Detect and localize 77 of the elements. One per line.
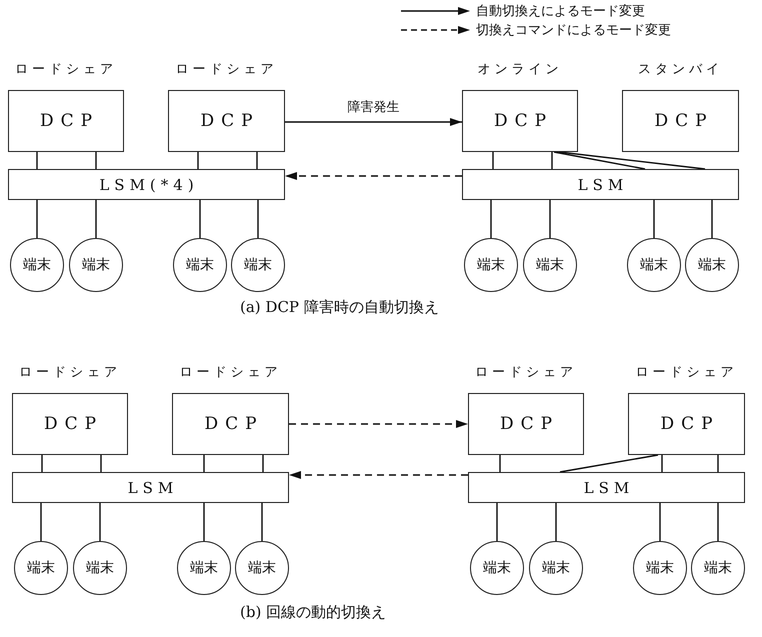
box-label: DCP (42, 414, 104, 434)
arrow (285, 172, 462, 180)
terminal-label: 端末 (23, 256, 51, 274)
mode-heading: オンライン (476, 61, 564, 78)
bar-label: LSM (576, 176, 628, 194)
mode-heading: ロードシェア (634, 364, 738, 381)
box-label: DCP (498, 414, 560, 434)
terminal-label: 端末 (190, 559, 218, 577)
connector-line (199, 200, 201, 238)
bar-label: LSM(*4) (98, 176, 199, 194)
mode-heading: ロードシェア (474, 364, 578, 381)
mode-heading: スタンバイ (637, 61, 724, 78)
connector-line (95, 152, 97, 169)
connector-line (560, 454, 658, 473)
connector-line (717, 503, 719, 541)
terminal-label: 端末 (186, 256, 214, 274)
connector-line (257, 200, 259, 238)
legend-label: 自動切換えによるモード変更 (476, 3, 645, 20)
connector-line (661, 455, 663, 472)
connector-line (554, 151, 646, 170)
terminal-label: 端末 (640, 256, 668, 274)
mode-heading: ロードシェア (178, 364, 282, 381)
terminal-label: 端末 (698, 256, 726, 274)
connector-line (551, 152, 553, 169)
box-label: DCP (199, 111, 260, 131)
bar-label: LSM (582, 478, 634, 496)
terminal-label: 端末 (248, 559, 276, 577)
connector-line (262, 455, 264, 472)
box-label: DCP (203, 414, 264, 434)
terminal-label: 端末 (646, 559, 674, 577)
connector-line (717, 455, 719, 472)
connector-line (261, 503, 263, 541)
terminal-label: 端末 (27, 559, 55, 577)
connector-line (36, 152, 38, 169)
figure-caption: (a) DCP 障害時の自動切換え (240, 298, 439, 317)
connector-line (95, 200, 97, 238)
arrow (285, 118, 462, 126)
connector-line (659, 503, 661, 541)
connector-line (492, 152, 494, 169)
arrow (289, 471, 468, 479)
connector-line (36, 200, 38, 238)
connector-line (203, 455, 205, 472)
connector-line (499, 455, 501, 472)
connector-line (100, 455, 102, 472)
mode-heading: ロードシェア (18, 364, 122, 381)
connector-line (40, 503, 42, 541)
connector-line (490, 200, 492, 238)
connector-line (99, 503, 101, 541)
connector-line (711, 200, 713, 238)
terminal-label: 端末 (82, 256, 110, 274)
legend-label: 切換えコマンドによるモード変更 (476, 22, 671, 39)
connector-line (549, 200, 551, 238)
terminal-label: 端末 (86, 559, 114, 577)
connector-line (256, 152, 258, 169)
terminal-label: 端末 (477, 256, 505, 274)
edge-label: 障害発生 (346, 98, 402, 116)
box-label: DCP (659, 414, 720, 434)
connector-line (558, 151, 706, 170)
terminal-label: 端末 (704, 559, 732, 577)
terminal-label: 端末 (542, 559, 570, 577)
box-label: DCP (653, 111, 714, 131)
box-label: DCP (492, 111, 554, 131)
mode-heading: ロードシェア (174, 61, 278, 78)
connector-line (203, 503, 205, 541)
box-label: DCP (38, 111, 100, 131)
mode-heading: ロードシェア (14, 61, 118, 78)
bar-label: LSM (126, 478, 178, 496)
connector-line (41, 455, 43, 472)
connector-line (197, 152, 199, 169)
arrow (289, 420, 468, 428)
terminal-label: 端末 (536, 256, 564, 274)
figure-caption: (b) 回線の動的切換え (240, 603, 386, 622)
connector-line (653, 200, 655, 238)
terminal-label: 端末 (244, 256, 272, 274)
connector-line (496, 503, 498, 541)
connector-line (555, 503, 557, 541)
terminal-label: 端末 (483, 559, 511, 577)
